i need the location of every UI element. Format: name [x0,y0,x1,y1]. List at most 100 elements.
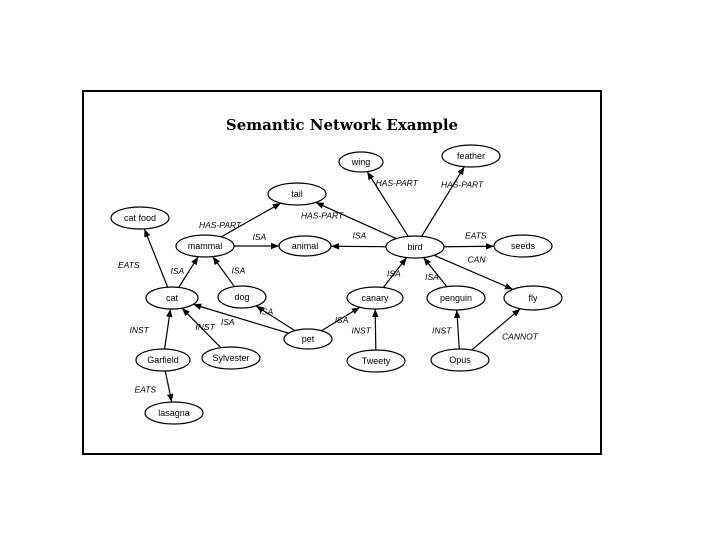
node-label: Tweety [362,356,391,366]
node-ellipse [278,235,332,257]
node-tail: tail [267,182,327,206]
arrowhead [315,202,325,209]
edge-label: HAS-PART [441,180,484,190]
node-penguin: penguin [426,285,486,311]
edge-line [315,201,397,240]
arrowhead [272,203,281,210]
edge-label: ISA [232,266,246,276]
node-label: lasagna [158,408,190,418]
edge-cat-to-mammal: ISA [170,256,199,288]
edge-opus-to-fly: CANNOT [471,308,539,351]
edge-label: INST [432,325,452,335]
node-label: animal [292,241,319,251]
arrowhead [193,303,202,310]
node-label: cat [166,293,179,303]
edge-bird-to-fly: CAN [433,254,514,290]
node-cat: cat [145,286,199,310]
node-cat-food: cat food [110,206,170,230]
node-garfield: Garfield [135,348,191,372]
arrowhead [271,242,279,250]
arrowhead [191,256,199,266]
edge-label: CAN [468,254,487,264]
edge-cat-to-cat-food: EATS [118,228,169,288]
edge-line [143,228,169,288]
edge-label: CANNOT [502,331,539,341]
node-ellipse [430,348,490,372]
node-label: seeds [511,241,536,251]
node-fly: fly [503,285,563,311]
edge-bird-to-wing: HAS-PART [366,171,419,237]
node-animal: animal [278,235,332,257]
node-label: cat food [124,213,156,223]
arrowhead [454,309,461,319]
edge-sylvester-to-cat: INST [181,307,222,349]
diagram-title: Semantic Network Example [226,116,458,134]
edge-label: ISA [335,315,349,325]
node-mammal: mammal [175,234,235,258]
edge-label: HAS-PART [376,178,419,188]
node-ellipse [441,144,501,168]
node-ellipse [144,401,204,425]
edge-line [220,202,282,238]
arrowhead [457,166,465,176]
node-label: Opus [449,355,471,365]
node-lasagna: lasagna [144,401,204,425]
node-ellipse [110,206,170,230]
edge-garfield-to-lasagna: EATS [134,370,174,403]
arrowhead [166,308,173,318]
node-ellipse [385,235,445,259]
edge-label: HAS-PART [199,220,242,230]
node-seeds: seeds [493,234,553,258]
node-wing: wing [338,151,384,173]
edge-label: ISA [353,230,367,240]
edge-label: ISA [253,232,267,242]
node-ellipse [283,328,333,350]
edge-canary-to-bird: ISA [382,257,408,288]
edge-pet-to-cat: ISA [193,303,289,334]
edge-label: INST [195,322,215,332]
node-label: fly [529,293,539,303]
edge-bird-to-seeds: EATS [443,231,495,250]
edge-bird-to-animal: ISA [330,230,387,250]
node-label: Sylvester [212,353,249,363]
node-ellipse [346,349,406,373]
node-label: feather [457,151,485,161]
node-ellipse [338,151,384,173]
node-label: penguin [440,293,472,303]
node-canary: canary [346,286,404,310]
edge-pet-to-canary: ISA [321,306,361,332]
edge-label: HAS-PART [301,211,344,221]
edge-label: ISA [425,272,439,282]
arrowhead [504,283,513,290]
node-dog: dog [217,285,267,309]
edge-line [421,166,465,237]
edge-line [181,307,222,349]
edge-bird-to-feather: HAS-PART [421,166,484,237]
edge-mammal-to-animal: ISA [234,232,279,250]
edge-label: ISA [259,306,273,316]
arrowhead [144,228,151,238]
arrowhead [256,305,265,313]
arrowhead [512,308,521,317]
arrowhead [372,308,379,318]
edge-pet-to-dog: ISA [255,305,296,332]
edge-line [471,308,521,351]
node-ellipse [267,182,327,206]
node-ellipse [175,234,235,258]
edge-tweety-to-canary: INST [352,308,379,351]
arrowhead [351,307,360,315]
node-ellipse [217,285,267,309]
arrowhead [166,393,174,403]
edge-line [366,171,409,237]
edge-label: EATS [134,384,156,394]
edge-line [330,245,387,248]
node-sylvester: Sylvester [201,346,261,370]
edge-label: ISA [387,269,401,279]
edge-opus-to-penguin: INST [432,309,461,350]
node-label: mammal [188,241,223,251]
node-ellipse [145,286,199,310]
node-feather: feather [441,144,501,168]
node-ellipse [493,234,553,258]
